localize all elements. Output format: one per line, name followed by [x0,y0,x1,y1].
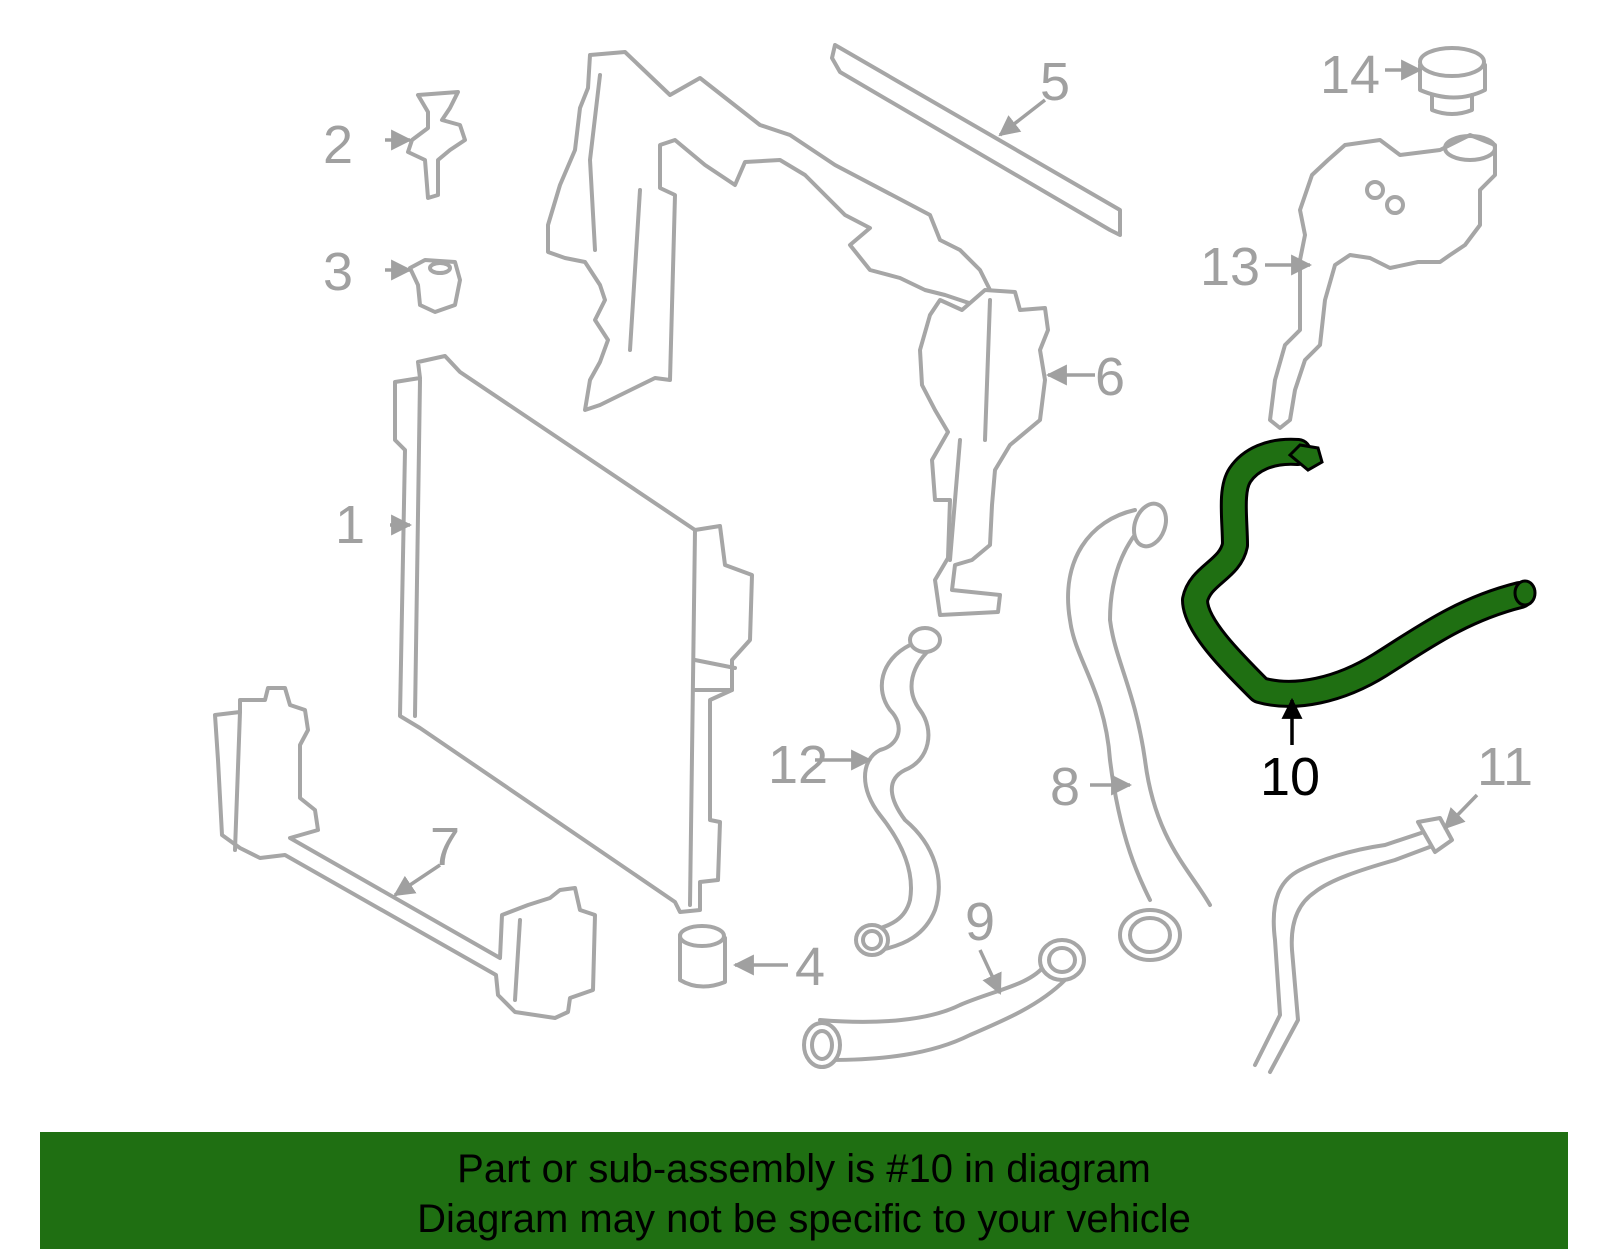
callout-10: 10 [1260,747,1320,807]
part-reservoir [1268,133,1497,430]
part-lower-hose [1066,501,1212,962]
callout-9: 9 [965,892,995,952]
part-hose-9 [802,938,1086,1069]
callout-2: 2 [323,115,353,175]
callout-5: 5 [1040,52,1070,112]
footer-line-2: Diagram may not be specific to your vehi… [417,1197,1191,1241]
callout-12: 12 [768,735,828,795]
part-radiator [393,354,754,914]
part-hose-12 [854,626,942,957]
part-side-deflector [918,288,1050,617]
part-bushing [678,924,727,989]
callout-6: 6 [1095,347,1125,407]
callout-8: 8 [1050,757,1080,817]
callout-arrows [385,59,1479,995]
callout-3: 3 [323,242,353,302]
parts-diagram: 1 2 3 4 5 6 7 8 9 10 11 12 13 14 [213,43,1537,1074]
callout-7: 7 [430,817,460,877]
callout-13: 13 [1200,237,1260,297]
callout-4: 4 [795,937,825,997]
part-cap [1418,46,1487,116]
part-highlighted-hose-10[interactable] [1181,437,1537,708]
footer-line-1: Part or sub-assembly is #10 in diagram [457,1147,1151,1191]
part-upper-deflector [546,50,992,412]
callout-14: 14 [1320,45,1380,105]
part-lower-bracket [213,686,597,1020]
footer-banner: Part or sub-assembly is #10 in diagram D… [40,1132,1568,1249]
callout-1: 1 [335,495,365,555]
part-seal-strip [830,43,1122,237]
part-grommet [408,258,462,314]
callout-labels: 1 2 3 4 5 6 7 8 9 10 11 12 13 14 [323,45,1533,997]
part-clip [406,90,467,200]
callout-11: 11 [1477,737,1533,797]
part-pipe-11 [1253,816,1454,1074]
